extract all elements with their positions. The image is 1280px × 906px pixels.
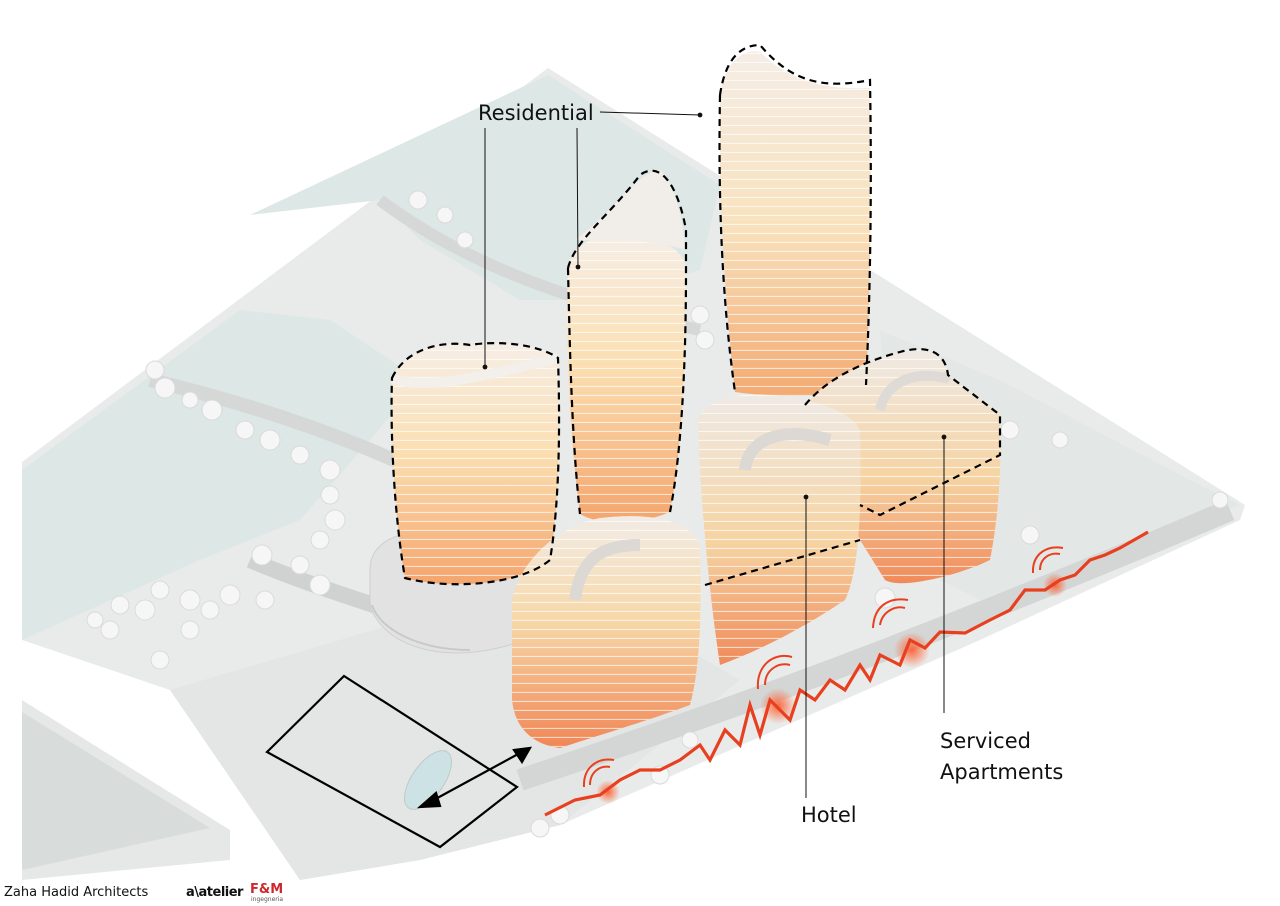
label-serviced-line1: Serviced: [940, 729, 1031, 753]
noise-line: [544, 530, 1149, 817]
connection-arrow: [416, 746, 533, 809]
hotel-building: [698, 394, 861, 665]
label-hotel: Hotel: [801, 803, 857, 827]
podium-building: [512, 516, 701, 748]
credits-footer: Zaha Hadid Architects a\atelier F&M inge…: [0, 880, 320, 906]
label-serviced-line2: Apartments: [940, 760, 1064, 784]
residential-tower-1: [390, 343, 560, 585]
fm-logo-subtext: ingegneria: [251, 896, 284, 903]
leader-dots: [482, 112, 947, 500]
dashed-outlines: [390, 43, 1002, 587]
label-residential: Residential: [478, 101, 594, 125]
fm-logo-text: F&M: [250, 882, 284, 897]
residential-tower-2: [567, 170, 686, 523]
credit-fm-logo: F&M ingegneria: [250, 882, 286, 904]
trees: [86, 190, 1229, 838]
credit-atelier: a\atelier: [186, 885, 243, 900]
residential-tower-3: [719, 51, 871, 396]
plaza-frame: [265, 674, 519, 849]
leader-lines: [484, 111, 945, 798]
credit-zaha-hadid: Zaha Hadid Architects: [4, 885, 149, 900]
